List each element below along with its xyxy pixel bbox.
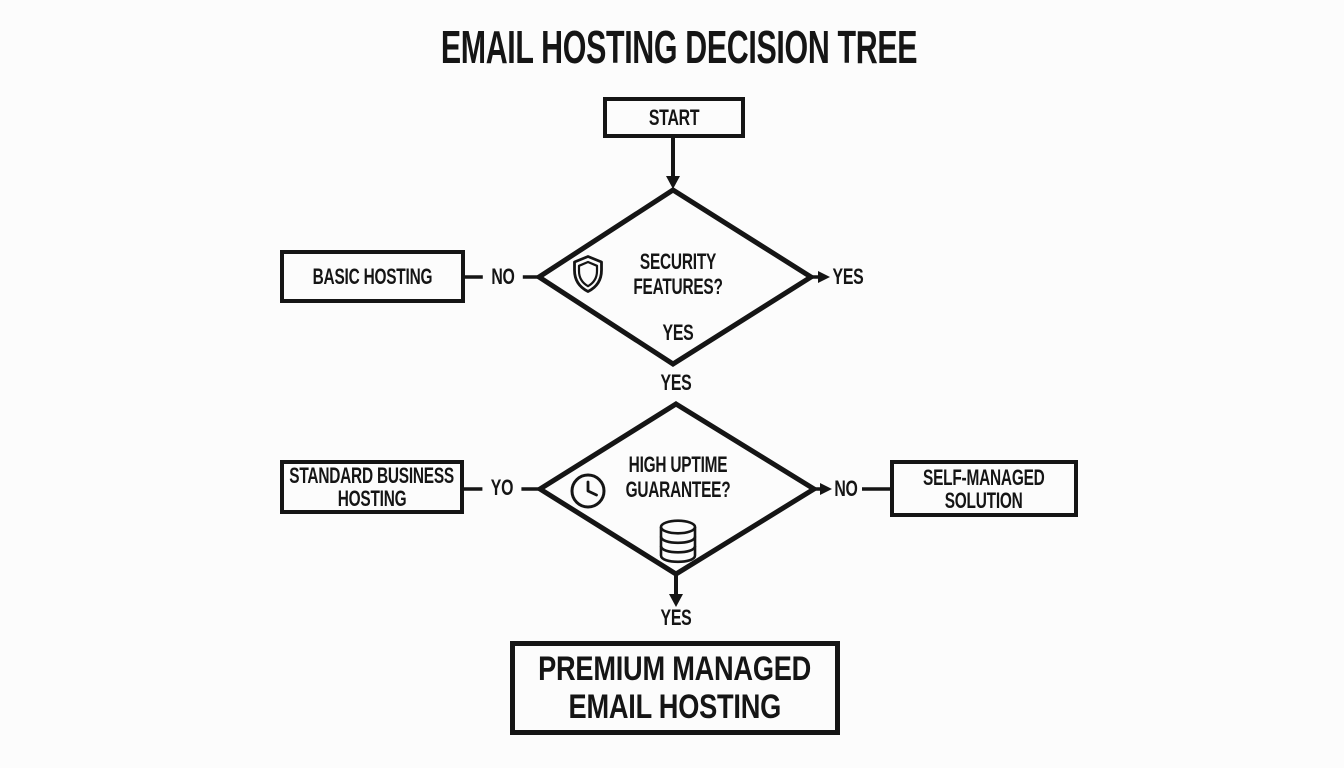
database-icon bbox=[659, 519, 697, 564]
start-node-label: START bbox=[648, 105, 700, 130]
edge-security-yes-arrow bbox=[811, 271, 830, 283]
edge-label-security-no: NO bbox=[482, 264, 524, 290]
self-managed-line2: SOLUTION bbox=[945, 487, 1023, 513]
decision-security-inner-label: YES bbox=[662, 320, 694, 345]
premium-managed-email-hosting-node: PREMIUM MANAGED EMAIL HOSTING bbox=[510, 641, 840, 735]
edge-start-to-security bbox=[666, 138, 680, 189]
self-managed-line1: SELF-MANAGED bbox=[923, 464, 1045, 490]
clock-icon bbox=[570, 473, 606, 509]
decision-uptime-text: HIGH UPTIME GUARANTEE? bbox=[603, 452, 753, 502]
premium-line1: PREMIUM MANAGED bbox=[538, 650, 812, 688]
basic-hosting-label: BASIC HOSTING bbox=[312, 264, 433, 289]
standard-business-hosting-node: STANDARD BUSINESS HOSTING bbox=[280, 460, 464, 514]
decision-uptime-line1: HIGH UPTIME bbox=[628, 452, 728, 477]
edge-label-security-yes-down: YES bbox=[660, 370, 692, 395]
decision-security-line2: FEATURES? bbox=[633, 274, 723, 299]
diagram-title: EMAIL HOSTING DECISION TREE bbox=[318, 20, 1040, 74]
shield-icon bbox=[573, 255, 603, 293]
basic-hosting-node: BASIC HOSTING bbox=[280, 250, 465, 303]
decision-security-line1: SECURITY bbox=[639, 249, 717, 274]
diagram-title-text: EMAIL HOSTING DECISION TREE bbox=[440, 21, 918, 73]
edge-label-uptime-no: NO bbox=[834, 476, 858, 501]
edge-label-uptime-left: YO bbox=[482, 475, 522, 501]
edge-label-security-yes-right: YES bbox=[832, 264, 864, 289]
self-managed-solution-node: SELF-MANAGED SOLUTION bbox=[890, 460, 1078, 517]
arrowhead-right-icon bbox=[820, 483, 832, 495]
decision-security-diamond bbox=[534, 187, 816, 367]
premium-line2: EMAIL HOSTING bbox=[568, 688, 782, 726]
start-node: START bbox=[603, 97, 745, 138]
arrowhead-down-icon bbox=[669, 594, 683, 607]
edge-label-uptime-yes-down: YES bbox=[660, 605, 692, 630]
decision-uptime-line2: GUARANTEE? bbox=[625, 477, 731, 502]
edge-uptime-yes-arrow bbox=[669, 574, 683, 607]
arrowhead-right-icon bbox=[818, 271, 830, 283]
edge-uptime-no-arrow bbox=[814, 483, 890, 495]
decision-security-text: SECURITY FEATURES? bbox=[614, 249, 742, 299]
standard-business-line2: HOSTING bbox=[337, 486, 407, 511]
arrowhead-down-icon bbox=[666, 176, 680, 189]
standard-business-line1: STANDARD BUSINESS bbox=[289, 463, 455, 488]
